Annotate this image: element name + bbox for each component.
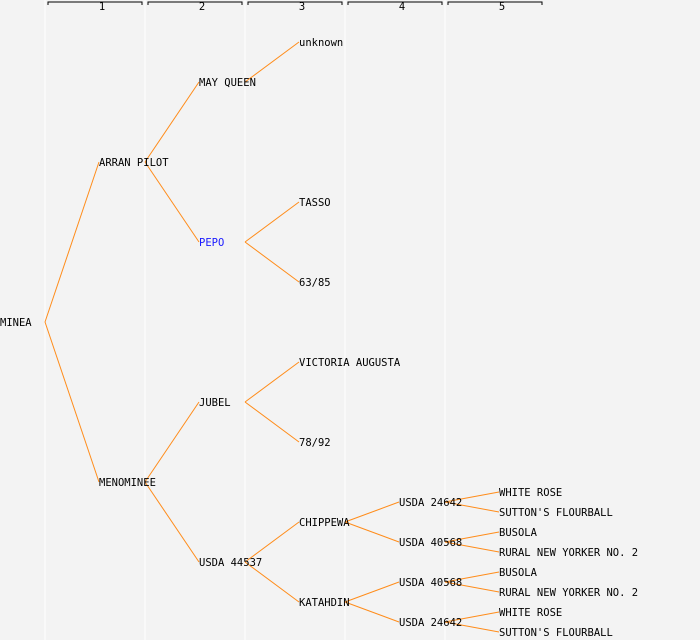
node-label-usda-24642: USDA 24642 [399, 617, 462, 629]
node-label-busola: BUSOLA [499, 527, 538, 539]
pedigree-link [144, 401, 200, 483]
pedigree-link [344, 581, 400, 603]
node-label-minea: MINEA [0, 317, 32, 329]
node-label-busola: BUSOLA [499, 567, 538, 579]
generation-bracket [447, 1, 543, 5]
node-label-jubel: JUBEL [199, 397, 231, 409]
generation-label: 5 [499, 1, 505, 13]
node-label-usda-24642: USDA 24642 [399, 497, 462, 509]
pedigree-link [144, 161, 200, 243]
pedigree-link [244, 521, 300, 563]
generation-bracket [47, 1, 143, 5]
node-label-victoria-augusta: VICTORIA AUGUSTA [299, 357, 401, 369]
node-label-may-queen: MAY QUEEN [199, 77, 256, 89]
node-label-usda-40568: USDA 40568 [399, 577, 462, 589]
node-label-rural-new-yorker-no-2: RURAL NEW YORKER NO. 2 [499, 587, 638, 599]
node-label-63-85: 63/85 [299, 277, 331, 289]
node-label-arran-pilot: ARRAN PILOT [99, 157, 169, 169]
node-label-pepo: PEPO [199, 237, 224, 249]
generation-bracket [347, 1, 443, 5]
pedigree-link [344, 521, 400, 543]
pedigree-link [44, 321, 100, 483]
generation-label: 4 [399, 1, 405, 13]
node-label-menominee: MENOMINEE [99, 477, 156, 489]
pedigree-link [244, 561, 300, 603]
node-label-rural-new-yorker-no-2: RURAL NEW YORKER NO. 2 [499, 547, 638, 559]
pedigree-link [244, 201, 300, 243]
pedigree-link [244, 401, 300, 443]
node-label-unknown: unknown [299, 37, 343, 49]
generation-bracket [147, 1, 243, 5]
pedigree-link [444, 501, 500, 513]
pedigree-link [344, 601, 400, 623]
pedigree-link [144, 481, 200, 563]
pedigree-link [244, 241, 300, 283]
pedigree-link [44, 161, 100, 323]
pedigree-link [144, 81, 200, 163]
pedigree-link [444, 621, 500, 633]
pedigree-link [444, 571, 500, 583]
node-label-sutton-s-flourball: SUTTON'S FLOURBALL [499, 507, 613, 519]
node-label-white-rose: WHITE ROSE [499, 607, 562, 619]
node-label-78-92: 78/92 [299, 437, 331, 449]
generation-bracket [247, 1, 343, 5]
pedigree-link [444, 541, 500, 553]
node-label-chippewa: CHIPPEWA [299, 517, 350, 529]
node-label-tasso: TASSO [299, 197, 331, 209]
node-label-usda-40568: USDA 40568 [399, 537, 462, 549]
pedigree-link [444, 491, 500, 503]
node-label-white-rose: WHITE ROSE [499, 487, 562, 499]
pedigree-link [244, 41, 300, 83]
pedigree-link [244, 361, 300, 403]
pedigree-link [444, 531, 500, 543]
pedigree-link [444, 581, 500, 593]
generation-label: 3 [299, 1, 305, 13]
generation-label: 1 [99, 1, 105, 13]
node-label-katahdin: KATAHDIN [299, 597, 350, 609]
pedigree-link [344, 501, 400, 523]
node-label-usda-44537: USDA 44537 [199, 557, 262, 569]
generation-label: 2 [199, 1, 205, 13]
pedigree-link [444, 611, 500, 623]
node-label-sutton-s-flourball: SUTTON'S FLOURBALL [499, 627, 613, 639]
